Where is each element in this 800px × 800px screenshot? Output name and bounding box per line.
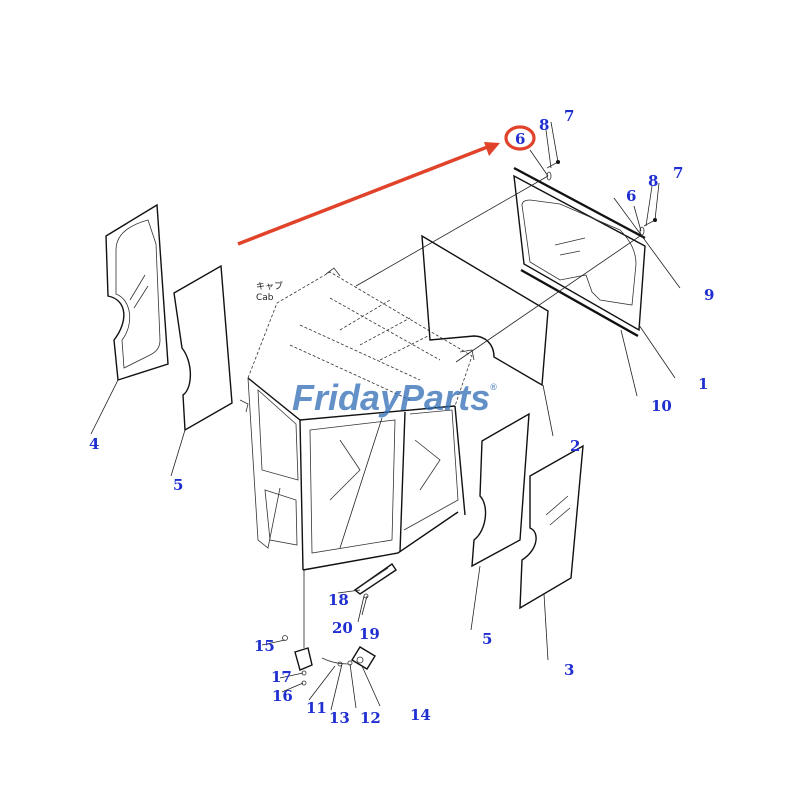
callout-6-right: 6 — [626, 187, 636, 205]
callout-15: 15 — [254, 637, 275, 655]
callout-8-top: 8 — [539, 116, 549, 134]
highlight-arrow — [237, 142, 500, 246]
leader-lines — [90, 121, 681, 711]
callout-13: 13 — [329, 709, 350, 727]
callout-labels: 1 2 3 4 5 5 6 6 7 7 8 8 9 10 11 12 13 14… — [89, 107, 714, 727]
callout-4: 4 — [89, 435, 99, 453]
callout-7-top: 7 — [564, 107, 574, 125]
cab-label-japanese: キャブ — [256, 280, 283, 292]
part-4-door-glass — [105, 203, 169, 381]
callout-12: 12 — [360, 709, 381, 727]
callout-6-top: 6 — [515, 130, 525, 148]
part-6-7-8-fasteners-top — [546, 160, 560, 181]
callout-1: 1 — [698, 375, 708, 393]
watermark-word-2: Parts — [400, 377, 490, 418]
part-5-side-glass-left — [173, 264, 233, 432]
part-1-front-window — [513, 166, 646, 338]
callout-2: 2 — [570, 437, 580, 455]
watermark: FridayParts® — [292, 377, 497, 418]
watermark-word-1: Friday — [292, 377, 402, 418]
callout-9: 9 — [704, 286, 714, 304]
callout-16: 16 — [272, 687, 293, 705]
callout-7-right: 7 — [673, 164, 683, 182]
callout-5-right: 5 — [482, 630, 492, 648]
callout-17: 17 — [271, 668, 292, 686]
cab-label-english: Cab — [256, 293, 274, 303]
part-5-side-glass-right — [471, 412, 530, 568]
part-3-door-glass-right — [519, 444, 584, 610]
cab-frame — [239, 267, 475, 571]
part-2-rear-glass — [421, 234, 549, 387]
callout-14: 14 — [410, 706, 431, 724]
callout-10: 10 — [651, 397, 672, 415]
callout-3: 3 — [564, 661, 574, 679]
part-6-7-8-fasteners-right — [639, 218, 657, 236]
highlight-ring-part-6 — [504, 125, 536, 151]
watermark-trademark: ® — [490, 382, 497, 392]
callout-5-left: 5 — [173, 476, 183, 494]
callout-18: 18 — [328, 591, 349, 609]
callout-19: 19 — [359, 625, 380, 643]
callout-8-right: 8 — [648, 172, 658, 190]
callout-11: 11 — [306, 699, 327, 717]
callout-20: 20 — [332, 619, 353, 637]
